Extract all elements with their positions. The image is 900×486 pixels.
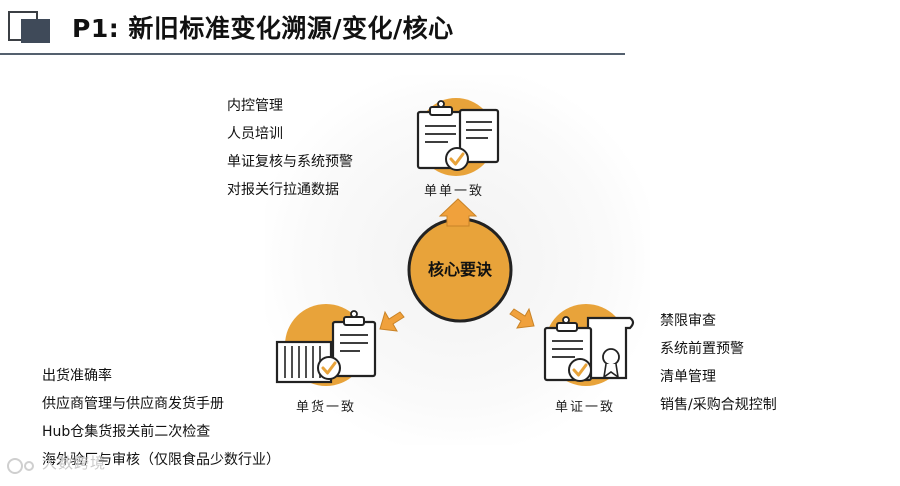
- right-node-items: 禁限审查 系统前置预警 清单管理 销售/采购合规控制: [660, 310, 777, 422]
- list-item: Hub仓集货报关前二次检查: [42, 424, 211, 440]
- page-title: P1: 新旧标准变化溯源/变化/核心: [72, 14, 454, 43]
- arrow-down-right-icon: [509, 307, 535, 329]
- list-item: 清单管理: [660, 369, 716, 385]
- node-label-top: 单单一致: [423, 184, 484, 199]
- list-item: 禁限审查: [660, 313, 716, 329]
- watermark-icon: [7, 458, 34, 474]
- list-item: 人员培训: [227, 126, 283, 142]
- list-item: 系统前置预警: [660, 341, 744, 357]
- list-item: 单证复核与系统预警: [227, 154, 353, 170]
- logo-square-filled: [21, 19, 50, 43]
- center-label: 核心要诀: [427, 260, 492, 279]
- arrow-down-left-icon: [379, 310, 405, 332]
- list-item: 内控管理: [227, 98, 283, 114]
- list-item: 出货准确率: [42, 368, 112, 384]
- watermark-text: 大数跨境: [42, 454, 107, 472]
- node-label-right: 单证一致: [554, 400, 615, 415]
- list-item: 供应商管理与供应商发货手册: [42, 396, 224, 412]
- left-node-items: 出货准确率 供应商管理与供应商发货手册 Hub仓集货报关前二次检查 海外验厂与审…: [42, 365, 280, 477]
- title-divider: [0, 53, 625, 55]
- documents-check-icon: [416, 98, 500, 176]
- certificate-check-icon: [543, 304, 635, 386]
- container-check-icon: [275, 304, 377, 386]
- node-label-left: 单货一致: [295, 400, 356, 415]
- arrow-up-icon: [438, 198, 478, 227]
- top-node-items: 内控管理 人员培训 单证复核与系统预警 对报关行拉通数据: [227, 95, 353, 207]
- list-item: 销售/采购合规控制: [660, 397, 777, 413]
- list-item: 海外验厂与审核（仅限食品少数行业）: [42, 452, 280, 468]
- list-item: 对报关行拉通数据: [227, 182, 339, 198]
- watermark: 大数跨境: [6, 452, 106, 473]
